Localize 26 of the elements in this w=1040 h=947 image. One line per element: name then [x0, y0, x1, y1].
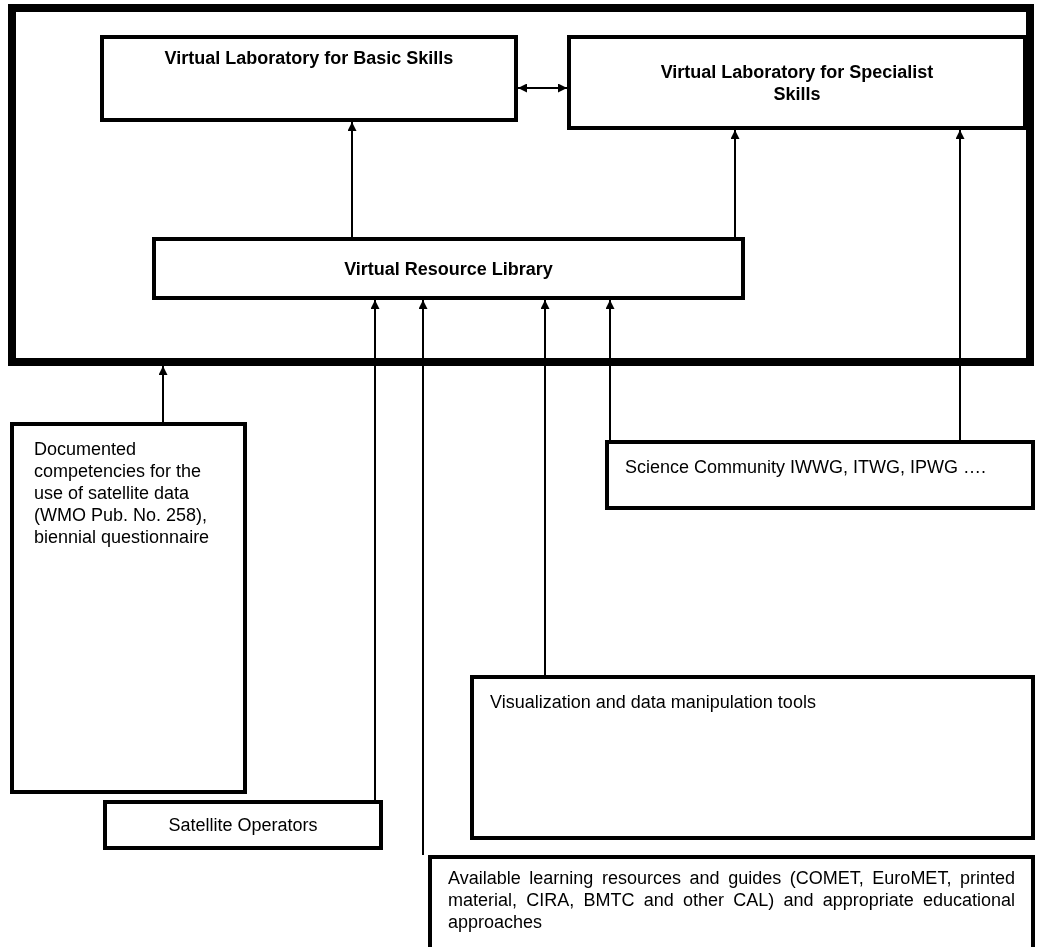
- box-text: Visualization and data manipulation tools: [490, 691, 817, 713]
- box-text: Virtual Laboratory for Specialist Skills: [659, 60, 935, 105]
- box-text: Virtual Resource Library: [343, 257, 554, 280]
- process-box: [428, 855, 1035, 947]
- arrow: [370, 299, 380, 801]
- arrow: [540, 299, 550, 676]
- box-text: Science Community IWWG, ITWG, IPWG ….: [625, 456, 988, 478]
- process-box: [470, 675, 1035, 840]
- arrow: [730, 129, 740, 238]
- arrow: [955, 129, 965, 441]
- box-text: Virtual Laboratory for Basic Skills: [163, 47, 455, 69]
- process-box: [103, 800, 383, 850]
- process-box: [605, 440, 1035, 510]
- process-box: [100, 35, 518, 122]
- box-text: Available learning resources and guides (COMET, EuroMET, printed material, CIRA, BMTC and other CAL) and appropriate educational approaches: [448, 867, 1015, 933]
- arrow: [517, 83, 568, 93]
- process-box: [10, 422, 247, 794]
- arrow: [158, 365, 168, 423]
- arrow: [605, 299, 615, 441]
- process-box: [152, 237, 745, 300]
- frame-box: [8, 4, 1034, 366]
- box-text: Satellite Operators: [167, 814, 319, 836]
- arrow: [418, 299, 428, 856]
- arrow: [347, 121, 357, 238]
- box-text: Documented competencies for the use of satellite data (WMO Pub. No. 258), biennial questionnaire: [34, 438, 211, 548]
- process-box: [567, 35, 1027, 130]
